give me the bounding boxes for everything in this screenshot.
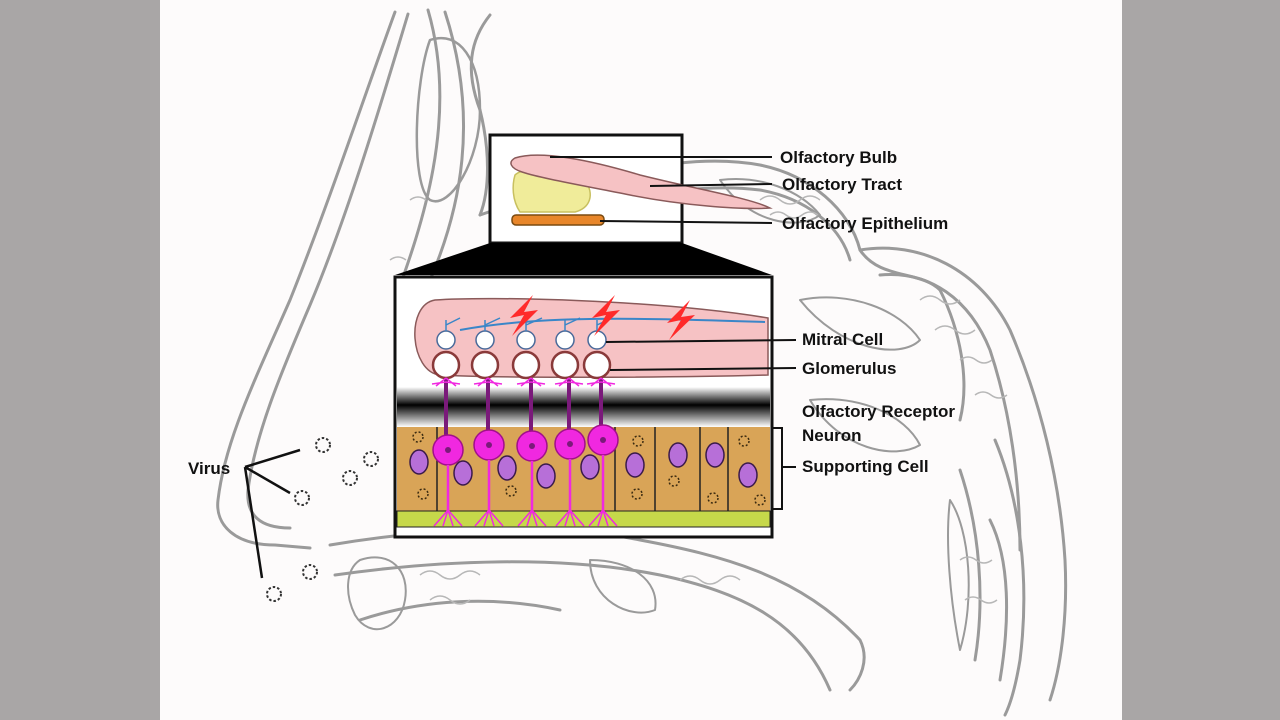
cribriform-plate: [397, 387, 770, 427]
virus-pointers: [243, 448, 301, 579]
olfactory-epithelium-bar: [511, 214, 605, 226]
label-olfactory-receptor-neuron-line2: Neuron: [802, 426, 862, 445]
label-mitral-cell: Mitral Cell: [802, 330, 883, 349]
olfactory-diagram: Olfactory Bulb Olfactory Tract Olfactory…: [188, 8, 1068, 717]
signal-bolts: [510, 295, 695, 340]
main-inset: [393, 275, 774, 539]
label-olfactory-epithelium: Olfactory Epithelium: [782, 214, 948, 233]
main-leader-lines: [605, 339, 797, 510]
label-olfactory-bulb: Olfactory Bulb: [780, 148, 897, 167]
label-glomerulus: Glomerulus: [802, 359, 896, 378]
top-leader-lines: [550, 156, 773, 224]
olfactory-bulb-shape: [510, 154, 773, 210]
virus-particles: [266, 437, 379, 602]
supporting-cell-nuclei: [409, 442, 758, 489]
mitral-cells: [436, 330, 607, 350]
label-olfactory-tract: Olfactory Tract: [782, 175, 902, 194]
top-inset: [488, 133, 773, 245]
label-olfactory-receptor-neuron-line1: Olfactory Receptor: [802, 402, 955, 421]
bone-texture: [389, 195, 1008, 605]
label-virus: Virus: [188, 459, 230, 478]
slide: Olfactory Bulb Olfactory Tract Olfactory…: [160, 0, 1122, 720]
label-supporting-cell: Supporting Cell: [802, 457, 929, 476]
zoom-funnel: [395, 243, 772, 275]
